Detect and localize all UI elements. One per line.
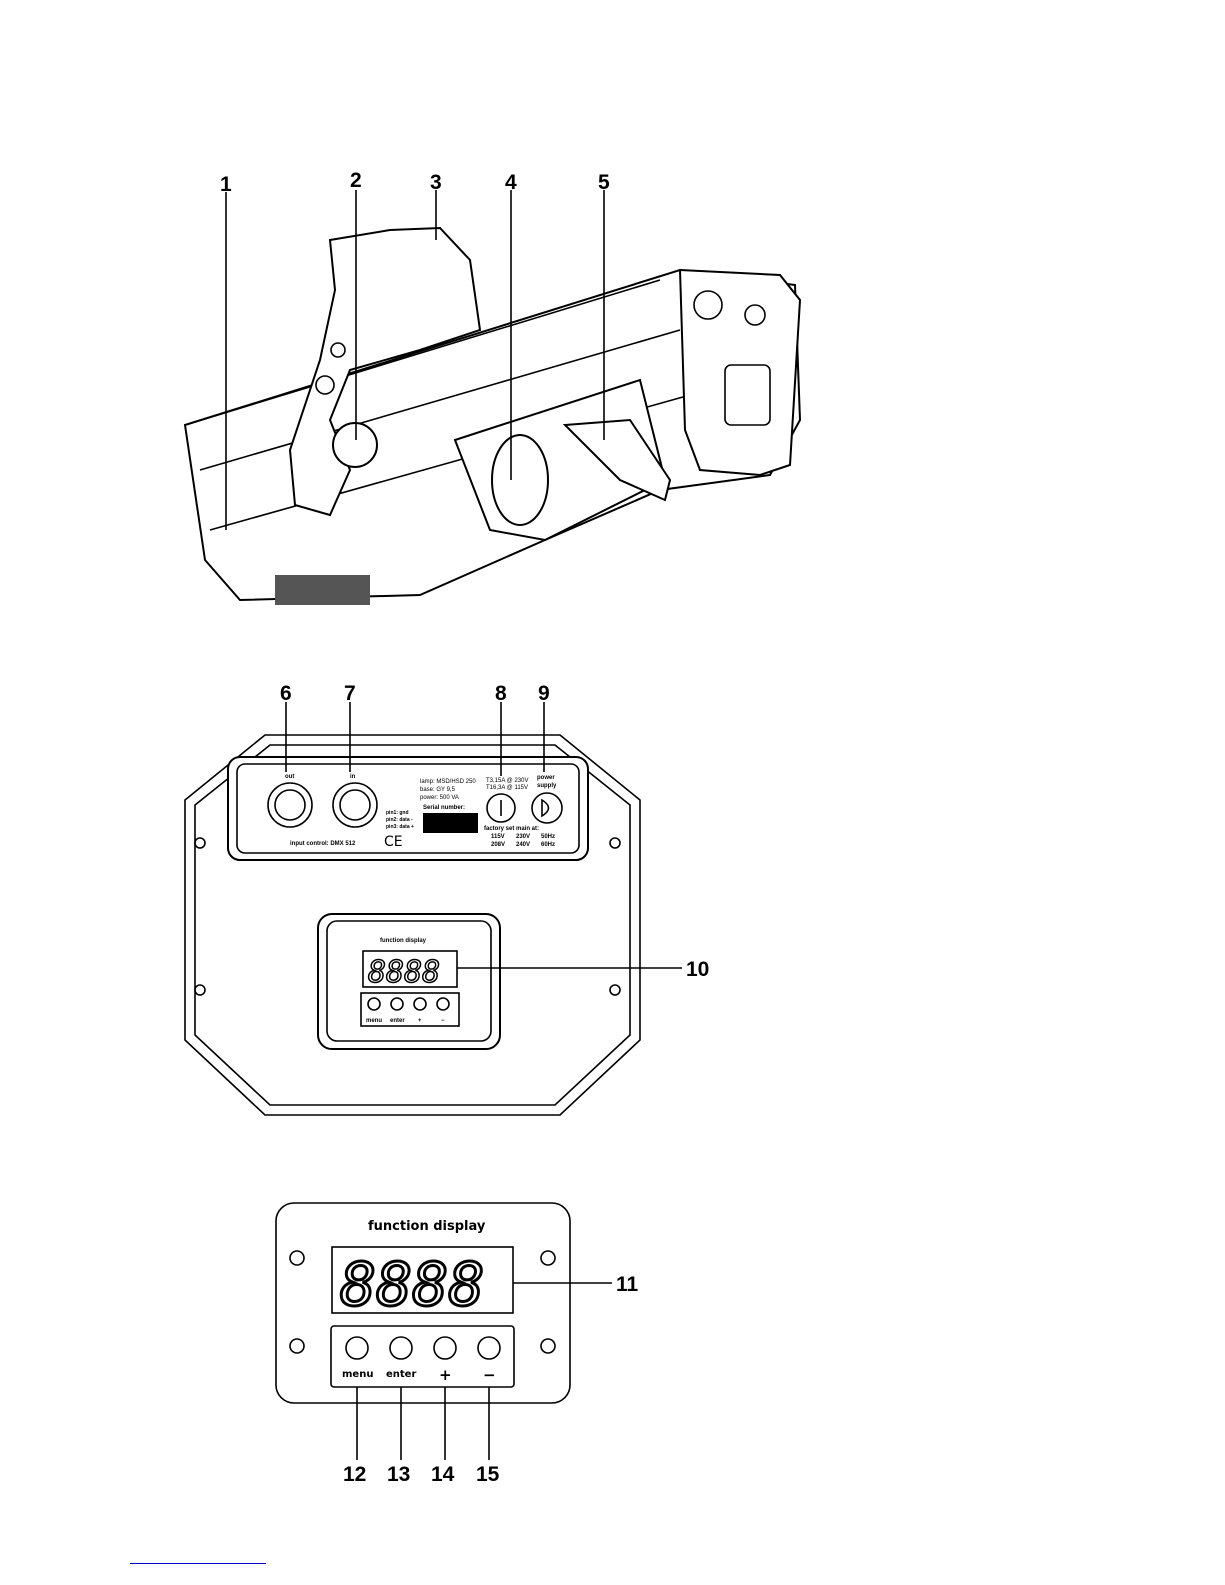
pin2: pin2: data - [386,817,413,823]
callout-12: 12 [343,1463,366,1486]
fuse-rating-2: T16,3A @ 115V [486,785,528,791]
button-enter-label[interactable]: enter [386,1369,416,1380]
small-btn-menu[interactable]: menu [366,1018,382,1024]
power-spec: power: 500 VA [420,795,459,801]
volt-240: 240V [516,842,530,848]
ce-mark: CE [384,834,403,850]
power-supply-1: power [537,775,555,781]
out-label: out [285,774,294,780]
freq-50: 50Hz [541,834,555,840]
callout-7: 7 [344,682,356,705]
button-minus-label[interactable]: − [483,1366,496,1384]
callout-4: 4 [505,171,517,194]
callout-8: 8 [495,682,507,705]
callout-13: 13 [387,1463,410,1486]
pin3: pin3: data + [386,824,414,830]
small-btn-minus[interactable]: − [441,1018,445,1024]
rear-view [184,734,641,1116]
callout-lines-rear [285,702,682,969]
base-spec: base: GY 9,5 [420,787,456,793]
callout-2: 2 [350,169,362,192]
display-title: function display [368,1219,486,1234]
callout-15: 15 [476,1463,500,1486]
callout-10: 10 [686,958,709,981]
factory-label: factory set main at: [484,826,539,832]
fuse-rating-1: T3,15A @ 230V [486,778,528,784]
volt-230: 230V [516,834,530,840]
serial-label: Serial number: [423,805,465,811]
callout-lines-top [225,190,605,530]
in-label: in [350,774,356,780]
fixture-side-view [183,226,802,605]
button-menu-label[interactable]: menu [342,1369,373,1380]
callout-11: 11 [616,1273,639,1296]
function-display-detail [275,1202,612,1460]
callout-3: 3 [430,171,442,194]
callout-6: 6 [280,682,292,705]
callout-9: 9 [538,682,550,705]
freq-60: 60Hz [541,842,555,848]
power-supply-2: supply [537,783,557,789]
lamp-spec: lamp: MSD/HSD 250 [420,779,476,785]
small-display-title: function display [380,938,427,944]
volt-115: 115V [491,834,505,840]
small-btn-plus[interactable]: + [418,1018,422,1024]
hyperlink-underline[interactable] [130,1563,266,1564]
volt-208: 208V [491,842,505,848]
display-digits: 8888 [340,1250,485,1320]
callout-5: 5 [598,171,610,194]
small-display-digits: 8888 [368,955,440,990]
pin1: pin1: gnd [386,810,409,816]
button-plus-label[interactable]: + [439,1366,452,1384]
callout-1: 1 [220,173,232,196]
callout-14: 14 [431,1463,455,1486]
small-btn-enter[interactable]: enter [390,1018,405,1024]
input-control: input control: DMX 512 [290,841,356,847]
